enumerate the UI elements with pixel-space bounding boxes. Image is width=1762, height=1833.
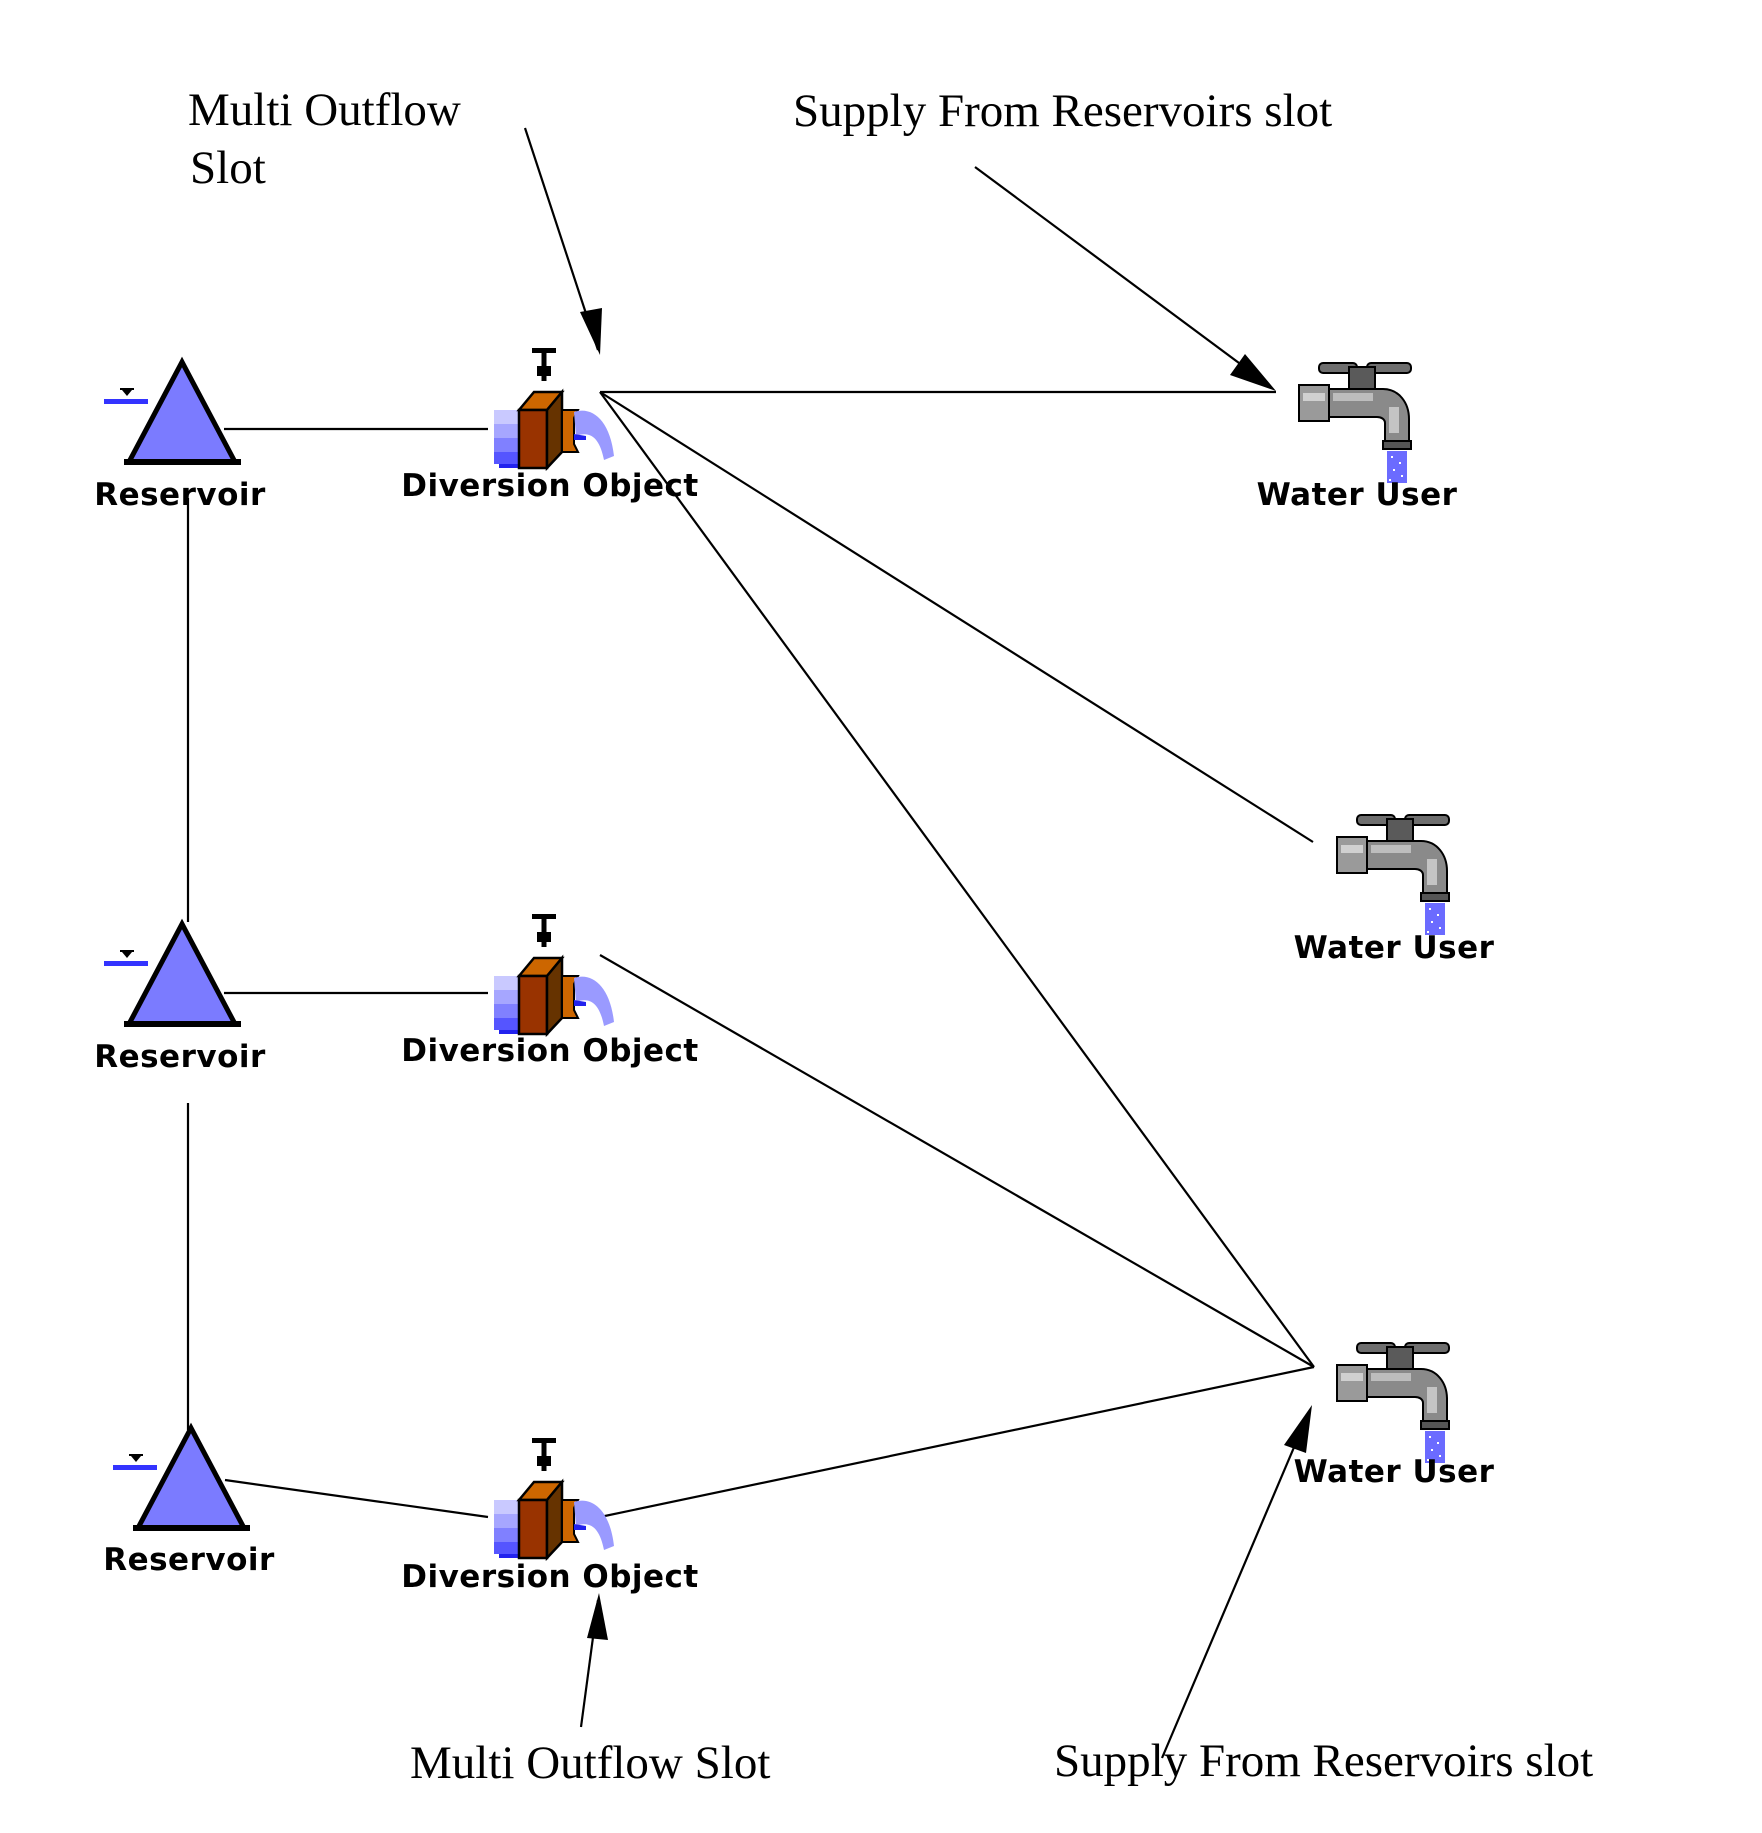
arrowhead-supply-top: [1230, 354, 1276, 391]
arrow-supply-bottom: [1160, 1411, 1311, 1759]
faucet-icon: [1336, 1342, 1450, 1464]
annotation-supply-bottom: Supply From Reservoirs slot: [1054, 1735, 1593, 1787]
arrow-supply-top: [974, 166, 1271, 387]
water-user-node[interactable]: [1336, 1342, 1450, 1464]
arrowhead-multi-outflow-bottom: [587, 1593, 608, 1640]
diversion-node[interactable]: [492, 912, 616, 1036]
annotation-arrows: [523, 127, 1312, 1759]
reservoir-label: Reservoir: [94, 1039, 266, 1075]
link-diversion-2-water-user-3: [599, 954, 1315, 1368]
arrowhead-supply-bottom: [1284, 1405, 1312, 1453]
diversion-label: Diversion Object: [401, 1559, 699, 1595]
water-user-label: Water User: [1294, 930, 1495, 966]
reservoir-triangle-icon: [113, 1428, 250, 1531]
diversion-node[interactable]: [492, 346, 616, 470]
link-diversion-1-water-user-3: [599, 391, 1315, 1368]
diversion-label: Diversion Object: [401, 1033, 699, 1069]
network-links: [186, 390, 1315, 1519]
reservoir-triangle-icon: [104, 362, 241, 465]
reservoir-triangle-icon: [104, 924, 241, 1027]
annotation-multi-outflow-bottom: Multi Outflow Slot: [410, 1737, 770, 1789]
water-user-label: Water User: [1294, 1454, 1495, 1490]
diversion-label: Diversion Object: [401, 468, 699, 504]
diversion-gate-icon: [492, 346, 616, 470]
faucet-icon: [1298, 362, 1412, 484]
annotation-multi-outflow-top-line2: Slot: [190, 142, 266, 194]
annotation-supply-top: Supply From Reservoirs slot: [793, 85, 1332, 137]
arrowhead-multi-outflow-top: [580, 308, 602, 355]
annotation-multi-outflow-top-line1: Multi Outflow: [188, 84, 461, 136]
reservoir-label: Reservoir: [103, 1542, 275, 1578]
link-diversion-1-water-user-2: [599, 391, 1314, 843]
link-diversion-3-water-user-3: [599, 1365, 1315, 1519]
water-user-node[interactable]: [1336, 814, 1450, 936]
water-user-label: Water User: [1257, 477, 1458, 513]
water-user-node[interactable]: [1298, 362, 1412, 484]
diversion-gate-icon: [492, 1436, 616, 1560]
reservoir-node[interactable]: [113, 1428, 250, 1531]
reservoir-node[interactable]: [104, 924, 241, 1027]
faucet-icon: [1336, 814, 1450, 936]
reservoir-label: Reservoir: [94, 477, 266, 513]
diversion-node[interactable]: [492, 1436, 616, 1560]
link-reservoir-3-diversion-3: [224, 1478, 489, 1519]
reservoir-node[interactable]: [104, 362, 241, 465]
diversion-gate-icon: [492, 912, 616, 1036]
